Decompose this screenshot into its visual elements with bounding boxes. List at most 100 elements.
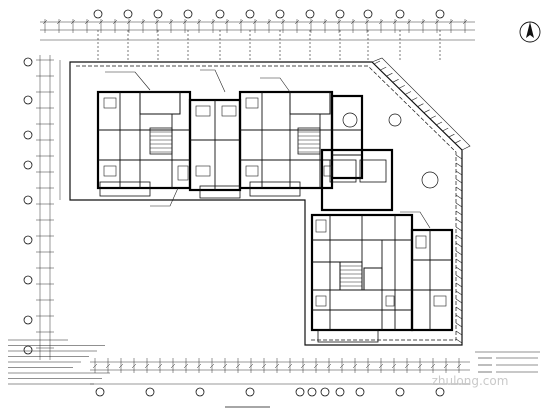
grid-bubble [23, 195, 33, 205]
dimension-slash [322, 19, 328, 25]
dimension-slash [248, 363, 254, 369]
dimension-slash [308, 19, 314, 25]
grid-bubble [23, 315, 33, 325]
dimension-slash [170, 363, 176, 369]
dimension-slash [287, 363, 293, 369]
dimension-slash [183, 363, 189, 369]
dimension-slash [404, 363, 410, 369]
dimension-slash [235, 363, 241, 369]
fixture [415, 235, 427, 249]
grid-bubble [23, 235, 33, 245]
wall-hatch [455, 266, 463, 272]
dimension-slash [157, 363, 163, 369]
dimension-slash [365, 363, 371, 369]
fixture [315, 219, 327, 233]
fixture [323, 165, 333, 177]
fixture [195, 165, 211, 177]
fixture [385, 295, 395, 307]
dimension-slash [336, 19, 342, 25]
fixture [433, 295, 447, 307]
dimension-slash [434, 19, 440, 25]
wall-hatch [454, 140, 461, 144]
fixture [245, 97, 259, 109]
dimension-slash [300, 363, 306, 369]
lower-wing [310, 213, 454, 343]
grid-bubble [295, 387, 305, 397]
grid-bubble [245, 387, 255, 397]
wall-hatch [455, 290, 463, 296]
dimension-slash [339, 363, 345, 369]
grid-bubble [335, 387, 345, 397]
top-dimension-strip [40, 19, 475, 41]
grid-bubble [395, 9, 405, 19]
grid-bubble [95, 387, 105, 397]
wall-hatch [455, 170, 463, 176]
wall-hatch [386, 72, 393, 77]
fixture [195, 105, 211, 117]
dimension-slash [378, 363, 384, 369]
dimension-slash [326, 363, 332, 369]
grid-bubble [195, 387, 205, 397]
grid-bubble [435, 9, 445, 19]
wall-hatch [455, 234, 463, 240]
dimension-slash [274, 363, 280, 369]
wall-hatch [455, 154, 463, 160]
dimension-slash [140, 19, 146, 25]
wall-hatch [455, 194, 463, 200]
wall-hatch [455, 186, 463, 192]
dimension-slash [238, 19, 244, 25]
dimension-slash [261, 363, 267, 369]
wall-hatch [455, 322, 463, 328]
wall-hatch [429, 115, 436, 120]
dimension-slash [84, 19, 90, 25]
dimension-slash [144, 363, 150, 369]
dimension-slash [443, 363, 449, 369]
general-notes-block [8, 339, 110, 385]
grid-bubble [307, 387, 317, 397]
grid-bubble [363, 9, 373, 19]
fixture [245, 165, 259, 177]
grid-bubble [215, 9, 225, 19]
wall-hatch [455, 330, 463, 336]
wall-hatch [392, 79, 399, 83]
grid-bubble [153, 9, 163, 19]
grid-bubble [395, 387, 405, 397]
grid-bubble [23, 95, 33, 105]
dimension-slash [209, 363, 215, 369]
dimension-slash [224, 19, 230, 25]
dimension-slash [456, 363, 462, 369]
wall-hatch [373, 60, 381, 65]
grid-bubble [23, 57, 33, 67]
dimension-slash [168, 19, 174, 25]
grid-bubble [320, 387, 330, 397]
dimension-slash [154, 19, 160, 25]
grid-bubble [355, 387, 365, 397]
dimension-slash [280, 19, 286, 25]
wall-hatch [455, 306, 463, 312]
dimension-slash [112, 19, 118, 25]
fixture [103, 165, 117, 177]
dimension-slash [196, 363, 202, 369]
grid-bubble [305, 9, 315, 19]
dimension-slash [266, 19, 272, 25]
dimension-slash [70, 19, 76, 25]
north-arrow [519, 21, 541, 43]
wall-hatch [455, 210, 463, 216]
wall-hatch [455, 274, 463, 280]
dimension-slash [448, 19, 454, 25]
grid-bubble [275, 9, 285, 19]
fixture [103, 97, 117, 109]
grid-axis-bubbles [23, 9, 445, 397]
wall-hatch [455, 314, 463, 320]
wall-hatch [455, 202, 463, 208]
grid-bubble [435, 387, 445, 397]
dimension-slash [182, 19, 188, 25]
grid-bubble [23, 160, 33, 170]
grid-bubble [23, 130, 33, 140]
dimension-slash [294, 19, 300, 25]
wall-hatch [442, 127, 449, 132]
wall-hatch [423, 109, 430, 114]
dimension-slash [126, 19, 132, 25]
dimension-slash [131, 363, 137, 369]
